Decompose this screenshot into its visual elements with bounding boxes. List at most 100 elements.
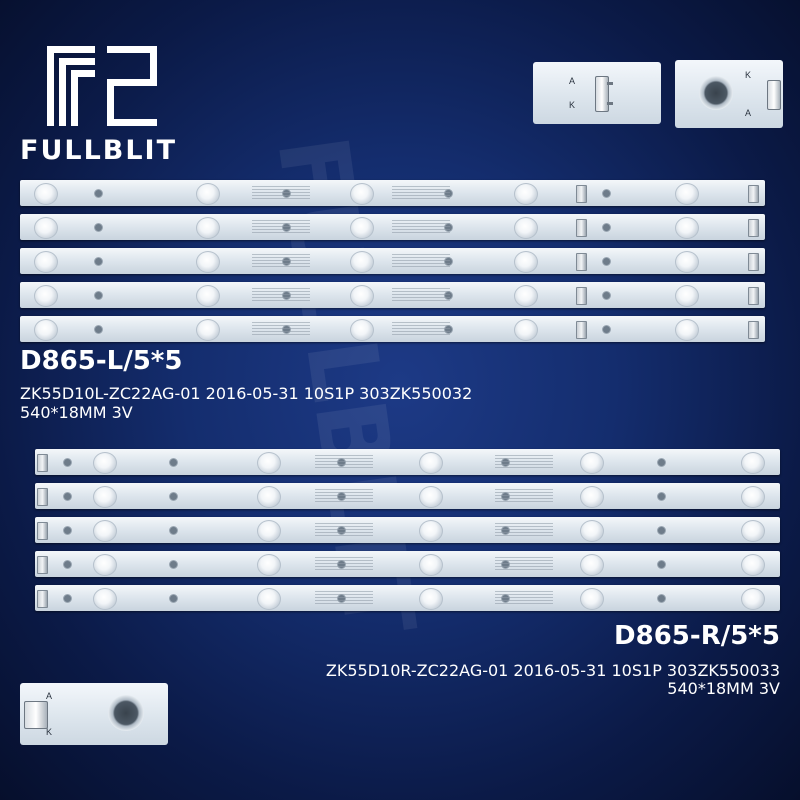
led-lens [257, 554, 281, 576]
mounting-hole [602, 223, 611, 232]
mounting-hole [63, 458, 72, 467]
mounting-hole [63, 526, 72, 535]
closeup-letter: A [46, 691, 53, 701]
group-right-code: D865-R/5*5 [614, 621, 780, 651]
mounting-hole [94, 291, 103, 300]
pcb-marking [392, 186, 450, 200]
mounting-hole [169, 560, 178, 569]
led-lens [350, 251, 374, 273]
connector-icon [748, 321, 759, 339]
led-lens [257, 486, 281, 508]
led-lens [350, 319, 374, 341]
mounting-hole [602, 291, 611, 300]
connector-icon [748, 185, 759, 203]
connector-icon [576, 185, 587, 203]
mounting-hole [63, 492, 72, 501]
mounting-hole [602, 257, 611, 266]
led-lens [514, 251, 538, 273]
pcb-marking [252, 322, 310, 336]
led-lens [419, 520, 443, 542]
connector-icon [576, 253, 587, 271]
brand-name: FULLBLIT [20, 135, 178, 166]
led-lens [93, 554, 117, 576]
led-lens [419, 554, 443, 576]
connector-icon [748, 219, 759, 237]
connector-icon [576, 219, 587, 237]
led-lens [514, 183, 538, 205]
led-lens [196, 251, 220, 273]
connector-icon [595, 76, 609, 112]
pcb-marking [252, 254, 310, 268]
led-lens [93, 520, 117, 542]
led-strip [35, 483, 780, 509]
connector-icon [767, 80, 781, 110]
pcb-marking [315, 489, 373, 503]
connector-icon [576, 287, 587, 305]
mounting-hole [169, 458, 178, 467]
connector-icon [37, 488, 48, 506]
led-lens [350, 285, 374, 307]
led-lens [350, 217, 374, 239]
led-lens [580, 520, 604, 542]
mounting-hole [63, 594, 72, 603]
pcb-marking [252, 220, 310, 234]
group-left-spec-line2: 540*18MM 3V [20, 403, 133, 422]
mounting-hole-icon [108, 695, 144, 731]
pcb-marking [392, 288, 450, 302]
group-right-spec-line1: ZK55D10R-ZC22AG-01 2016-05-31 10S1P 303Z… [325, 661, 780, 680]
closeup-letter: K [745, 70, 752, 80]
pcb-marking [495, 523, 553, 537]
mounting-hole-icon [699, 76, 733, 110]
led-lens [514, 217, 538, 239]
led-lens [34, 285, 58, 307]
pcb-marking [315, 455, 373, 469]
led-strip [20, 214, 765, 240]
connector-icon [748, 253, 759, 271]
group-left-code: D865-L/5*5 [20, 346, 183, 376]
connector-icon [37, 556, 48, 574]
led-lens [580, 452, 604, 474]
led-lens [34, 217, 58, 239]
closeup-letter: K [569, 100, 576, 110]
pcb-marking [315, 591, 373, 605]
led-lens [93, 486, 117, 508]
closeup-letter: A [569, 76, 576, 86]
led-lens [741, 554, 765, 576]
mounting-hole [94, 325, 103, 334]
led-lens [257, 588, 281, 610]
led-strip [20, 180, 765, 206]
led-lens [675, 285, 699, 307]
mounting-hole [169, 526, 178, 535]
led-lens [675, 251, 699, 273]
closeup-letter: A [745, 108, 752, 118]
brand-logo-icon [47, 46, 157, 126]
led-lens [741, 588, 765, 610]
led-lens [580, 486, 604, 508]
closeup-mounting-hole: K A [675, 60, 783, 128]
pcb-marking [495, 489, 553, 503]
mounting-hole [63, 560, 72, 569]
led-lens [93, 452, 117, 474]
led-lens [580, 554, 604, 576]
led-strip [35, 449, 780, 475]
connector-icon [37, 454, 48, 472]
group-left-spec-line1: ZK55D10L-ZC22AG-01 2016-05-31 10S1P 303Z… [20, 384, 473, 403]
led-lens [196, 319, 220, 341]
pcb-marking [495, 591, 553, 605]
mounting-hole [169, 492, 178, 501]
led-lens [580, 588, 604, 610]
led-lens [196, 285, 220, 307]
led-strip [35, 517, 780, 543]
led-lens [257, 452, 281, 474]
connector-icon [24, 701, 48, 729]
led-lens [350, 183, 374, 205]
pcb-marking [392, 254, 450, 268]
led-lens [257, 520, 281, 542]
pcb-marking [252, 288, 310, 302]
led-lens [675, 183, 699, 205]
led-lens [34, 319, 58, 341]
led-lens [514, 285, 538, 307]
pcb-marking [392, 322, 450, 336]
mounting-hole [657, 492, 666, 501]
pcb-marking [495, 455, 553, 469]
